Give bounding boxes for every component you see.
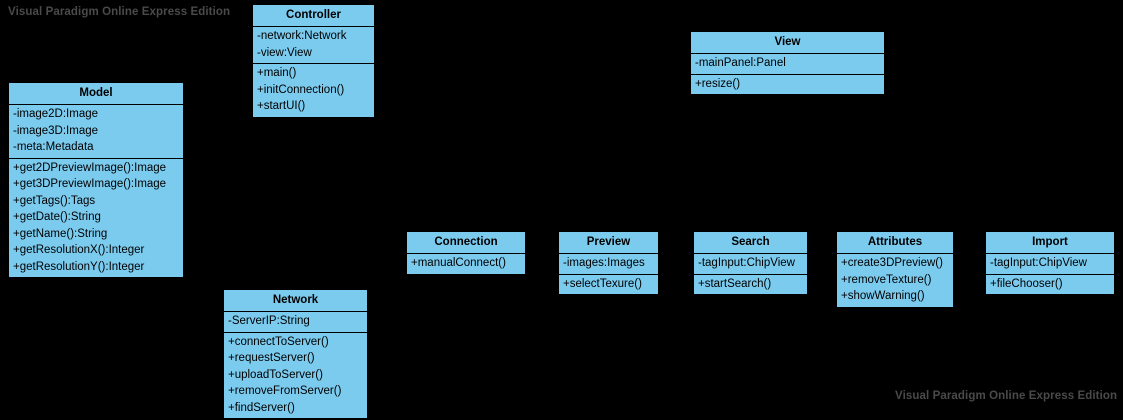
attributes-compartment: -network:Network -view:View (253, 27, 374, 64)
class-attribute: -ServerIP:String (228, 315, 310, 327)
class-operation: +uploadToServer() (228, 368, 323, 381)
class-attribute: -view:View (257, 46, 312, 59)
operations-compartment: +create3DPreview() +removeTexture() +showW… (837, 254, 953, 307)
class-title: View (691, 32, 884, 54)
attributes-compartment: -images:Images (559, 254, 658, 275)
operations-compartment: +selectTexure() (559, 275, 658, 295)
class-title: Connection (407, 232, 525, 254)
operations-compartment: +startSearch() (694, 275, 807, 295)
attributes-compartment: -tagInput:ChipView (694, 254, 807, 275)
class-attribute: -tagInput:ChipView (990, 257, 1087, 269)
class-operation: +getName():String (13, 227, 108, 240)
uml-class-model[interactable]: Model -image2D:Image -image3D:Image -meta:M… (8, 82, 184, 278)
class-operation: +manualConnect() (411, 257, 506, 269)
class-title: Network (224, 290, 367, 312)
class-operation: +resize() (695, 77, 741, 90)
uml-class-network[interactable]: Network -ServerIP:String +connectToServer(… (223, 289, 368, 419)
class-operation: +connectToServer() (228, 335, 329, 348)
class-operation: +requestServer() (228, 352, 315, 364)
class-operation: +get2DPreviewImage():Image (13, 161, 167, 174)
attributes-compartment: -ServerIP:String (224, 312, 367, 333)
class-title: Controller (253, 5, 374, 27)
class-operation: +initConnection() (257, 83, 345, 96)
class-operation: +fileChooser() (990, 277, 1063, 290)
class-attribute: -network:Network (257, 30, 347, 42)
class-operation: +getDate():String (13, 211, 101, 223)
uml-class-controller[interactable]: Controller -network:Network -view:View +mai… (252, 4, 375, 118)
class-attribute: -mainPanel:Panel (695, 57, 786, 69)
class-title: Model (9, 83, 183, 105)
class-operation: +selectTexure() (563, 277, 642, 290)
uml-class-search[interactable]: Search -tagInput:ChipView +startSearch() (693, 231, 808, 295)
uml-class-view[interactable]: View -mainPanel:Panel +resize() (690, 31, 885, 95)
uml-class-attributes[interactable]: Attributes +create3DPreview() +removeTextu… (836, 231, 954, 308)
class-title: Preview (559, 232, 658, 254)
class-attribute: -image3D:Image (13, 124, 99, 137)
class-attribute: -tagInput:ChipView (698, 257, 795, 269)
class-operation: +startUI() (257, 100, 306, 112)
operations-compartment: +main() +initConnection() +startUI() (253, 64, 374, 117)
class-operation: +getResolutionY():Integer (13, 260, 145, 273)
class-attribute: -image2D:Image (13, 108, 99, 120)
attributes-compartment: -tagInput:ChipView (986, 254, 1114, 275)
operations-compartment: +connectToServer() +requestServer() +uploa… (224, 333, 367, 419)
watermark-bottom-right: Visual Paradigm Online Express Edition (895, 390, 1118, 402)
class-attribute: -meta:Metadata (13, 141, 94, 153)
uml-class-connection[interactable]: Connection +manualConnect() (406, 231, 526, 275)
class-title: Attributes (837, 232, 953, 254)
class-operation: +removeTexture() (841, 273, 932, 286)
class-operation: +get3DPreviewImage():Image (13, 178, 167, 190)
class-operation: +removeFromServer() (228, 385, 342, 397)
uml-class-preview[interactable]: Preview -images:Images +selectTexure() (558, 231, 659, 295)
class-operation: +getTags():Tags (13, 194, 96, 207)
attributes-compartment: -image2D:Image -image3D:Image -meta:Metada… (9, 105, 183, 159)
operations-compartment: +manualConnect() (407, 254, 525, 274)
class-attribute: -images:Images (563, 257, 645, 269)
class-operation: +main() (257, 67, 297, 79)
class-operation: +startSearch() (698, 277, 772, 290)
attributes-compartment: -mainPanel:Panel (691, 54, 884, 75)
class-operation: +findServer() (228, 401, 295, 414)
operations-compartment: +get2DPreviewImage():Image +get3DPreviewI… (9, 159, 183, 278)
operations-compartment: +fileChooser() (986, 275, 1114, 295)
class-operation: +create3DPreview() (841, 257, 943, 269)
class-operation: +showWarning() (841, 290, 925, 302)
class-operation: +getResolutionX():Integer (13, 244, 145, 256)
class-title: Import (986, 232, 1114, 254)
class-title: Search (694, 232, 807, 254)
uml-class-import[interactable]: Import -tagInput:ChipView +fileChooser() (985, 231, 1115, 295)
watermark-top-left: Visual Paradigm Online Express Edition (8, 6, 231, 18)
operations-compartment: +resize() (691, 75, 884, 95)
